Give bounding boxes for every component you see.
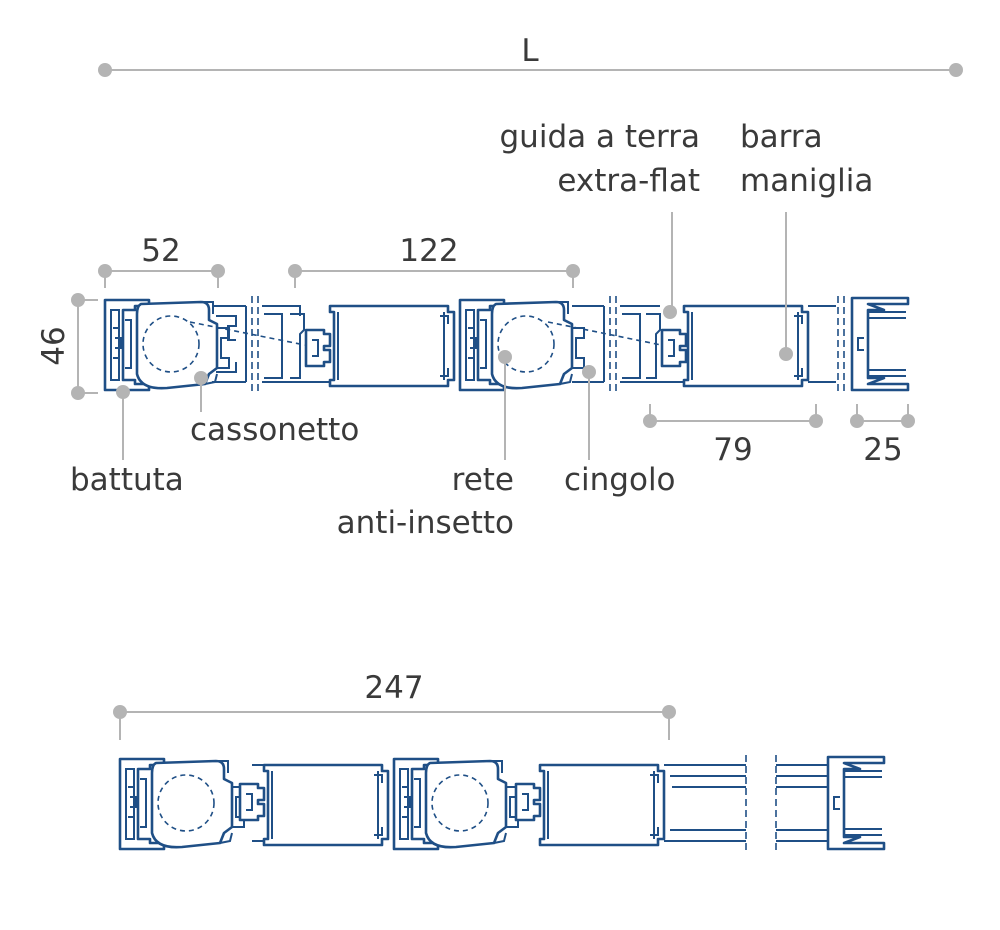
label-ground-guide-line1: guida a terra — [500, 119, 701, 155]
bottom-assembly — [118, 755, 886, 852]
dimension-box-width-label: 52 — [141, 233, 180, 269]
dimension-compact-width: 247 — [113, 670, 676, 740]
callout-box: cassonetto — [190, 371, 359, 448]
callout-stop: battuta — [70, 385, 184, 498]
label-handle-bar-line1: barra — [740, 119, 823, 155]
callout-net: rete anti-insetto — [337, 350, 514, 541]
dimension-compact-width-label: 247 — [364, 670, 423, 706]
label-handle-bar-line2: maniglia — [740, 163, 873, 199]
dimension-handle-bar-width: 79 — [643, 404, 823, 468]
top-assembly — [103, 296, 910, 394]
label-net-line2: anti-insetto — [337, 505, 514, 541]
dimension-end-profile-width-label: 25 — [863, 432, 902, 468]
dimension-height-label: 46 — [36, 326, 72, 365]
dimension-overall: L — [98, 33, 963, 77]
dimension-handle-bar-width-label: 79 — [713, 432, 752, 468]
dimension-module-width-label: 122 — [399, 233, 458, 269]
dimension-end-profile-width: 25 — [850, 404, 915, 468]
dimension-height: 46 — [36, 293, 98, 400]
label-box: cassonetto — [190, 412, 359, 448]
callout-belt: cingolo — [564, 365, 676, 498]
dimension-overall-label: L — [521, 33, 539, 69]
callout-handle-bar — [779, 212, 793, 361]
dimension-module-width: 122 — [288, 233, 580, 288]
label-stop: battuta — [70, 462, 184, 498]
callout-ground-guide — [663, 212, 677, 319]
label-ground-guide-line2: extra-flat — [557, 163, 700, 199]
label-net-line1: rete — [452, 462, 514, 498]
dimension-box-width: 52 — [98, 233, 225, 288]
label-belt: cingolo — [564, 462, 676, 498]
